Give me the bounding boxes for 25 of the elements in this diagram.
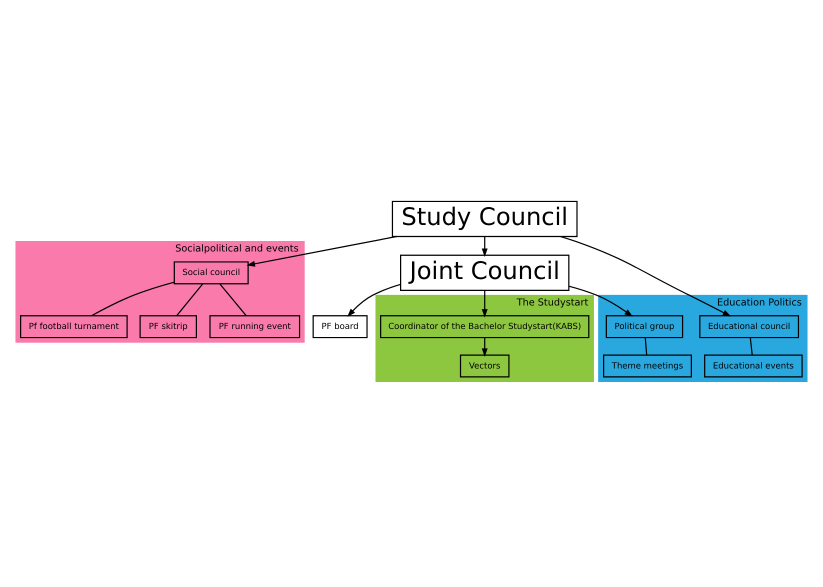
arrow: [482, 290, 488, 318]
connector: [644, 337, 648, 355]
connector: [176, 282, 204, 316]
node-box: Study Council: [392, 200, 578, 237]
connector: [219, 282, 247, 316]
arrow: [347, 283, 401, 316]
node-box: PF running event: [209, 314, 300, 338]
arrow: [482, 236, 488, 256]
arrow: [246, 235, 397, 266]
node-box: PF skitrip: [140, 314, 197, 338]
node-box: Social council: [174, 260, 249, 284]
node-box: Coordinator of the Bachelor Studystart(KABS): [380, 314, 590, 338]
node-box: Political group: [606, 314, 684, 338]
arrow: [568, 285, 633, 316]
connector: [91, 281, 174, 316]
node-box: Theme meetings: [603, 354, 692, 377]
node-box: Pf football turnament: [20, 314, 128, 338]
arrow: [560, 235, 732, 316]
node-box: Educational council: [699, 314, 800, 338]
node-box: Vectors: [460, 354, 510, 377]
node-box: Joint Council: [400, 254, 570, 290]
arrow: [482, 337, 488, 356]
connector: [750, 337, 753, 355]
node-box: Educational events: [704, 354, 803, 377]
node-box: PF board: [312, 314, 368, 338]
